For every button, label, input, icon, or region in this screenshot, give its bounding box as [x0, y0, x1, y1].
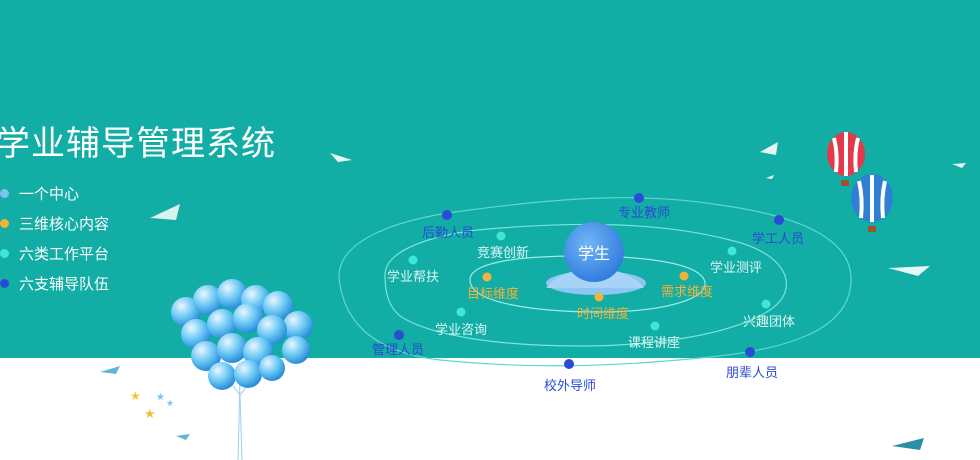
dimension-label-demand: 需求维度 [661, 284, 713, 300]
team-dot [774, 215, 784, 225]
feature-item-dimensions: 三维核心内容 [0, 208, 109, 238]
paper-plane-icon [176, 434, 190, 440]
platform-dot [761, 299, 771, 309]
star-icon: ★ [130, 389, 141, 403]
team-label-management: 管理人员 [372, 343, 424, 358]
paper-plane-icon [766, 175, 774, 179]
platform-dot [456, 307, 466, 317]
middle-orbit-ring [384, 223, 787, 347]
bullet-dot-icon [0, 248, 9, 258]
dimension-nodes: 目标维度 需求维度 时间维度 [467, 271, 713, 322]
platform-dot [650, 321, 660, 331]
platform-label-competition: 竞赛创新 [477, 245, 529, 261]
dimension-dot [482, 272, 492, 282]
feature-label: 六类工作平台 [19, 244, 110, 263]
team-dot [564, 359, 574, 369]
paper-plane-icon [888, 266, 930, 276]
center-label: 学生 [578, 244, 610, 263]
paper-planes [100, 142, 966, 450]
feature-item-center: 一个中心 [0, 178, 109, 208]
bullet-dot-icon [0, 188, 9, 198]
feature-list: 一个中心 三维核心内容 六类工作平台 六支辅导队伍 [0, 178, 109, 298]
hot-air-balloon-red-icon [827, 132, 865, 186]
floor-background [0, 358, 980, 460]
dimension-label-time: 时间维度 [577, 306, 629, 322]
team-nodes: 专业教师 后勤人员 学工人员 管理人员 校外导师 朋辈人员 [372, 193, 804, 394]
platform-nodes: 竞赛创新 学业帮扶 学业咨询 学业测评 兴趣团体 课程讲座 [387, 231, 795, 351]
platform-label-assistance: 学业帮扶 [387, 269, 439, 285]
hot-air-balloon-blue-icon [851, 174, 893, 232]
team-label-teachers: 专业教师 [618, 205, 670, 221]
feature-item-platforms: 六类工作平台 [0, 238, 109, 268]
dimension-dot [594, 292, 604, 302]
team-dot [745, 347, 755, 357]
star-icon: ★ [166, 399, 174, 409]
star-icon: ★ [144, 407, 156, 422]
platform-dot [727, 246, 737, 256]
feature-label: 一个中心 [19, 184, 80, 203]
team-dot [634, 193, 644, 203]
orbit-rings [338, 197, 852, 367]
paper-plane-icon [150, 204, 180, 220]
center-circle [564, 222, 624, 282]
outer-orbit-ring [338, 197, 852, 367]
page-title: 学业辅导管理系统 [0, 124, 276, 164]
paper-plane-icon [330, 153, 352, 162]
dimension-dot [679, 271, 689, 281]
bullet-dot-icon [0, 218, 9, 228]
feature-label: 六支辅导队伍 [19, 274, 110, 293]
team-label-student-affairs: 学工人员 [752, 231, 804, 247]
platform-dot [408, 255, 418, 265]
paper-plane-icon [100, 366, 120, 374]
platform-dot [496, 231, 506, 241]
platform-label-interest-groups: 兴趣团体 [743, 315, 795, 330]
platform-label-assessment: 学业测评 [710, 260, 762, 276]
team-dot [442, 210, 452, 220]
feature-label: 三维核心内容 [19, 214, 110, 233]
paper-plane-icon [760, 142, 778, 155]
dimension-label-goal: 目标维度 [467, 286, 519, 302]
platform-label-lectures: 课程讲座 [628, 336, 680, 351]
balloon-bunch-icon [171, 279, 313, 460]
inner-orbit-ring [469, 255, 706, 313]
team-label-logistics: 后勤人员 [422, 226, 474, 241]
paper-plane-icon [892, 438, 924, 450]
star-icon: ★ [156, 392, 165, 403]
stars: ★ ★ ★ ★ [130, 389, 174, 422]
team-label-peers: 朋辈人员 [726, 366, 778, 381]
feature-item-teams: 六支辅导队伍 [0, 268, 109, 298]
center-student: 学生 [546, 222, 646, 295]
paper-plane-icon [952, 163, 966, 168]
platform-label-consulting: 学业咨询 [435, 322, 487, 338]
team-label-external-mentors: 校外导师 [544, 378, 596, 394]
bullet-dot-icon [0, 278, 9, 288]
team-dot [394, 330, 404, 340]
